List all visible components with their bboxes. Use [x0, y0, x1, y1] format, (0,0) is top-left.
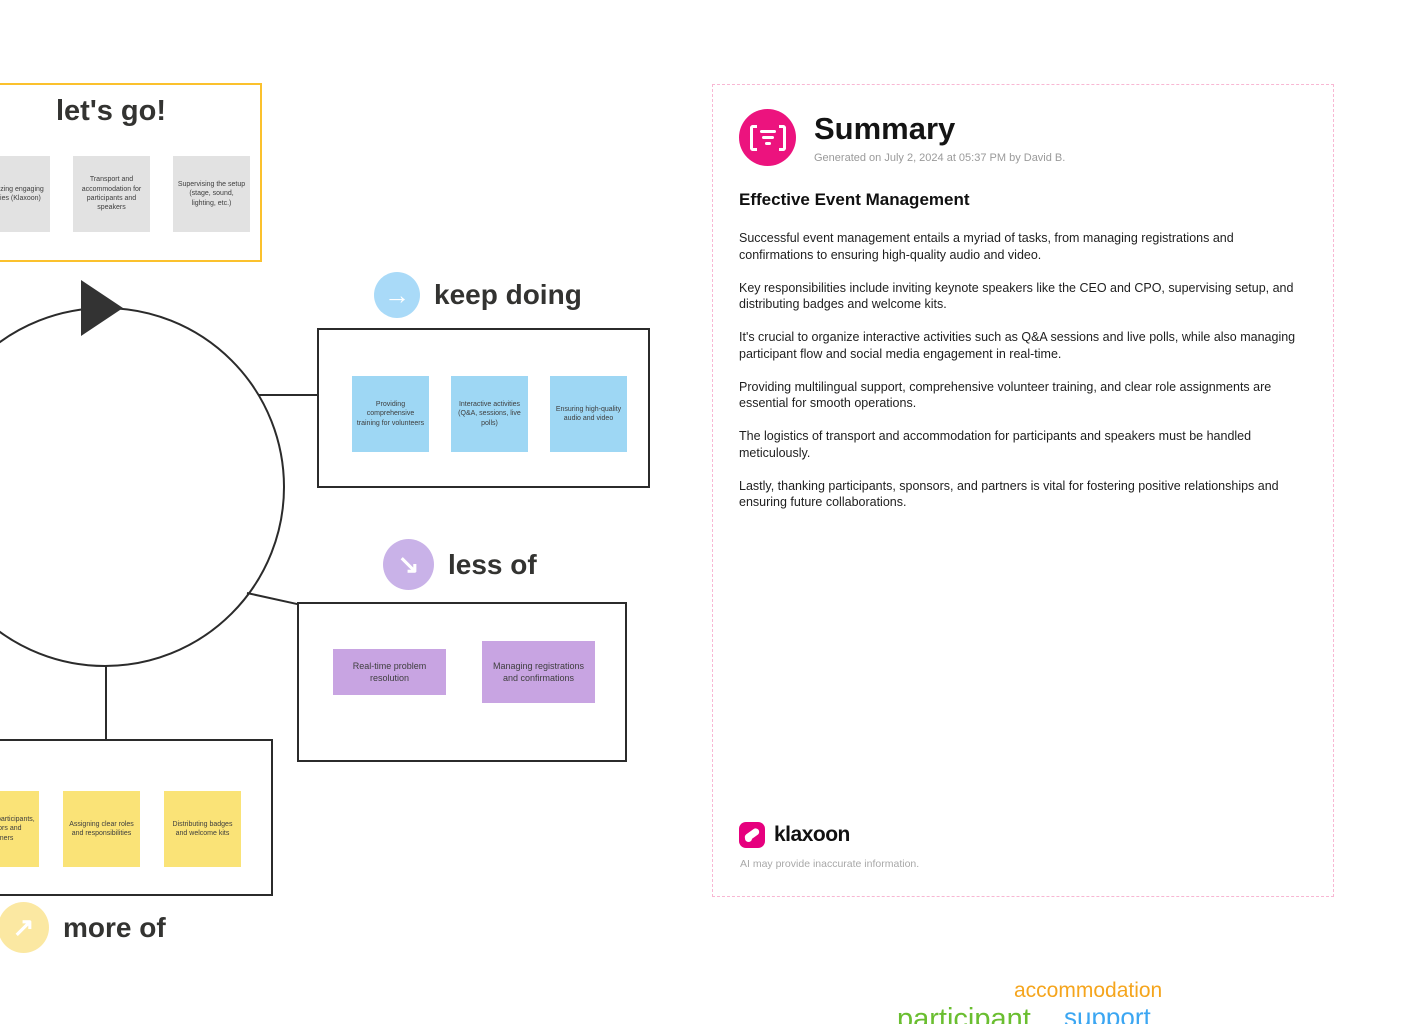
- summary-paragraphs: Successful event management entails a my…: [739, 230, 1307, 511]
- arrow-up-right-icon: ↗: [0, 902, 49, 953]
- word-cloud: accommodationparticipantsupportactivitie…: [713, 525, 1335, 1024]
- connector-more-of: [105, 665, 107, 741]
- summary-paragraph: Successful event management entails a my…: [739, 231, 1234, 262]
- sticky-note[interactable]: Real-time problem resolution: [333, 649, 446, 695]
- keep-doing-cards: Providing comprehensive training for vol…: [319, 376, 648, 452]
- summary-header: Summary Generated on July 2, 2024 at 05:…: [739, 109, 1333, 166]
- keep-doing-label-text: keep doing: [434, 279, 582, 310]
- lets-go-title: let's go!: [55, 95, 166, 127]
- sticky-note[interactable]: Managing registrations and confirmations: [482, 641, 595, 703]
- sticky-note[interactable]: Providing comprehensive training for vol…: [352, 376, 429, 452]
- sticky-note[interactable]: Organizing engaging activities (Klaxoon): [0, 156, 50, 232]
- sticky-note[interactable]: Distributing badges and welcome kits: [164, 791, 241, 867]
- klaxoon-logo: klaxoon: [739, 822, 850, 848]
- box-more-of[interactable]: Thanking participants, sponsors and part…: [0, 739, 273, 896]
- summary-generated-info: Generated on July 2, 2024 at 05:37 PM by…: [814, 152, 1066, 164]
- box-less-of[interactable]: Real-time problem resolution Managing reg…: [297, 602, 627, 762]
- sticky-note[interactable]: Ensuring high-quality audio and video: [550, 376, 627, 452]
- more-of-label: ↗ more of: [0, 902, 166, 953]
- cloud-word: participant: [897, 1003, 1031, 1024]
- arrow-right-icon: →: [374, 272, 420, 318]
- summary-panel[interactable]: Summary Generated on July 2, 2024 at 05:…: [712, 84, 1335, 1024]
- sticky-note[interactable]: Assigning clear roles and responsibiliti…: [63, 791, 140, 867]
- sticky-note[interactable]: Supervising the setup (stage, sound, lig…: [173, 156, 250, 232]
- cloud-word: accommodation: [1014, 979, 1163, 1002]
- less-of-label-text: less of: [448, 548, 537, 580]
- cycle-triangle-icon[interactable]: [81, 280, 123, 336]
- connector-keep-doing: [258, 394, 318, 396]
- lets-go-cards: Organizing engaging activities (Klaxoon)…: [0, 156, 260, 232]
- klaxoon-wordmark: klaxoon: [774, 823, 850, 846]
- more-of-cards: Thanking participants, sponsors and part…: [0, 791, 271, 867]
- summary-paragraph: Providing multilingual support, comprehe…: [739, 379, 1272, 411]
- summary-report-icon: [739, 109, 796, 166]
- connector-less-of: [246, 592, 299, 606]
- ai-disclaimer: AI may provide inaccurate information.: [740, 858, 920, 870]
- less-of-label: ↘ less of: [383, 539, 537, 590]
- keep-doing-label: → keep doing: [374, 272, 582, 318]
- klaxoon-whistle-icon: [739, 822, 765, 848]
- summary-paragraph: It's crucial to organize interactive act…: [739, 330, 1296, 361]
- summary-paragraph: The logistics of transport and accommoda…: [739, 429, 1252, 460]
- frame-lets-go[interactable]: let's go! Organizing engaging activities…: [0, 83, 262, 262]
- summary-paragraph: Key responsibilities include inviting ke…: [739, 280, 1294, 312]
- sticky-note[interactable]: Transport and accommodation for particip…: [73, 156, 150, 232]
- more-of-label-text: more of: [63, 911, 166, 943]
- summary-title: Summary: [814, 111, 956, 146]
- box-keep-doing[interactable]: Providing comprehensive training for vol…: [317, 328, 650, 488]
- arrow-down-right-icon: ↘: [383, 539, 434, 590]
- cycle-circle-shape[interactable]: [0, 307, 285, 667]
- cloud-word: support: [1064, 1002, 1151, 1024]
- summary-paragraph: Lastly, thanking participants, sponsors,…: [739, 478, 1279, 510]
- less-of-cards: Real-time problem resolution Managing reg…: [299, 641, 625, 703]
- sticky-note[interactable]: Interactive activities (Q&A, sessions, l…: [451, 376, 528, 452]
- summary-heading: Effective Event Management: [739, 190, 970, 209]
- sticky-note[interactable]: Thanking participants, sponsors and part…: [0, 791, 39, 867]
